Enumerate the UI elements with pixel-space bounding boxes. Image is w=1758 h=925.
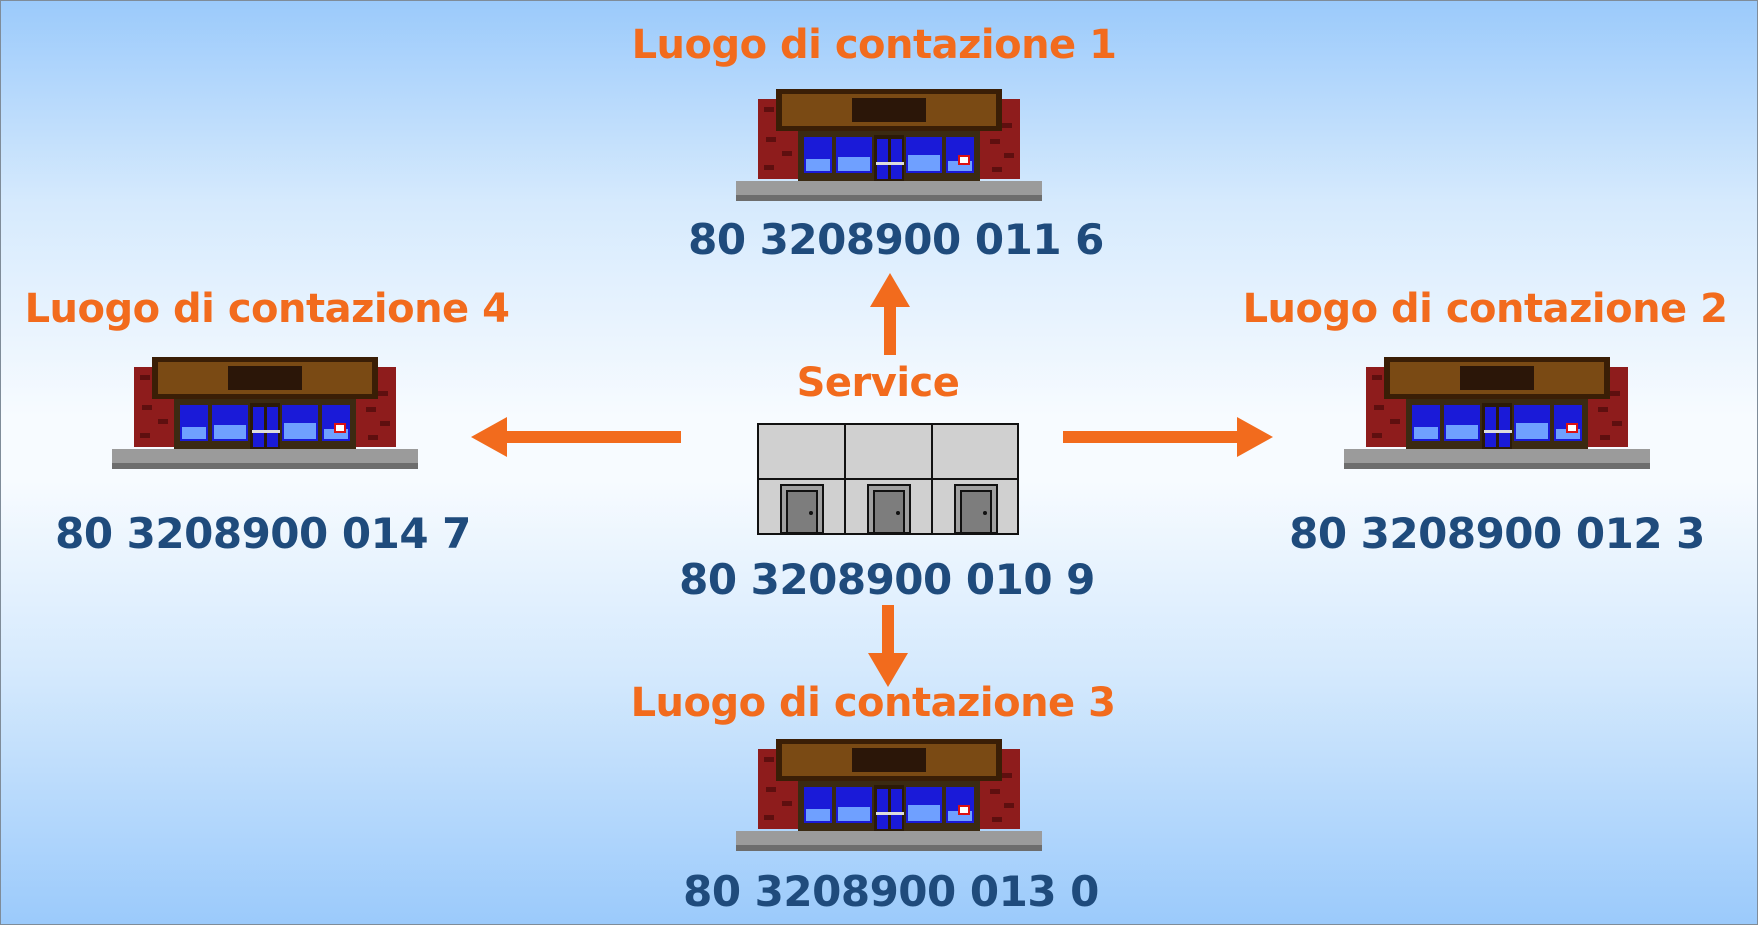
site-2-label: Luogo di contazione 2 [1242,286,1728,332]
site-4-storefront-icon [112,357,418,469]
site-4-code: 80 3208900 014 7 [55,509,471,558]
arrow-up-icon [870,273,910,355]
site-1-storefront-icon [736,89,1042,201]
site-2-storefront-icon [1344,357,1650,469]
site-1-code: 80 3208900 011 6 [688,215,1104,264]
site-2-code: 80 3208900 012 3 [1289,509,1705,558]
arrow-right-icon [1063,417,1273,457]
site-3-storefront-icon [736,739,1042,851]
site-4-label: Luogo di contazione 4 [24,286,510,332]
service-label: Service [796,360,960,406]
service-warehouse-icon [757,423,1019,535]
service-code: 80 3208900 010 9 [679,555,1095,604]
site-3-label: Luogo di contazione 3 [630,680,1116,726]
arrow-left-icon [471,417,681,457]
arrow-down-icon [868,605,908,687]
site-1-label: Luogo di contazione 1 [631,22,1117,68]
site-3-code: 80 3208900 013 0 [683,867,1099,916]
